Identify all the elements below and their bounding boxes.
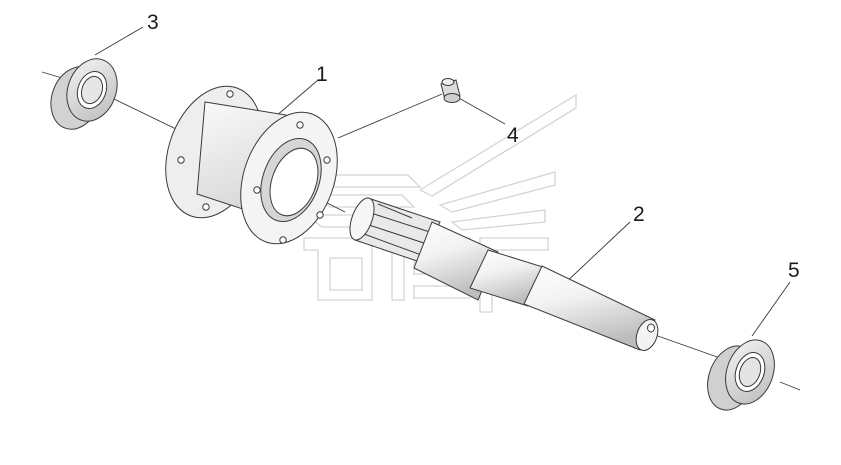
leader-5 [751, 281, 791, 337]
leader-2 [561, 221, 631, 287]
bearing-right [707, 339, 775, 411]
callout-labels: 3 1 4 2 5 [147, 11, 800, 282]
splined-shaft [349, 197, 659, 351]
flange-housing [165, 85, 338, 245]
callout-5: 5 [788, 259, 800, 282]
grease-fitting [440, 78, 461, 103]
leader-3 [94, 26, 144, 56]
leader-4a [337, 93, 443, 139]
callout-2: 2 [633, 203, 645, 226]
leader-4b [456, 96, 506, 125]
callout-4: 4 [507, 124, 519, 147]
callout-1: 1 [316, 63, 328, 86]
bearing-left [50, 58, 118, 130]
callout-3: 3 [147, 11, 159, 34]
